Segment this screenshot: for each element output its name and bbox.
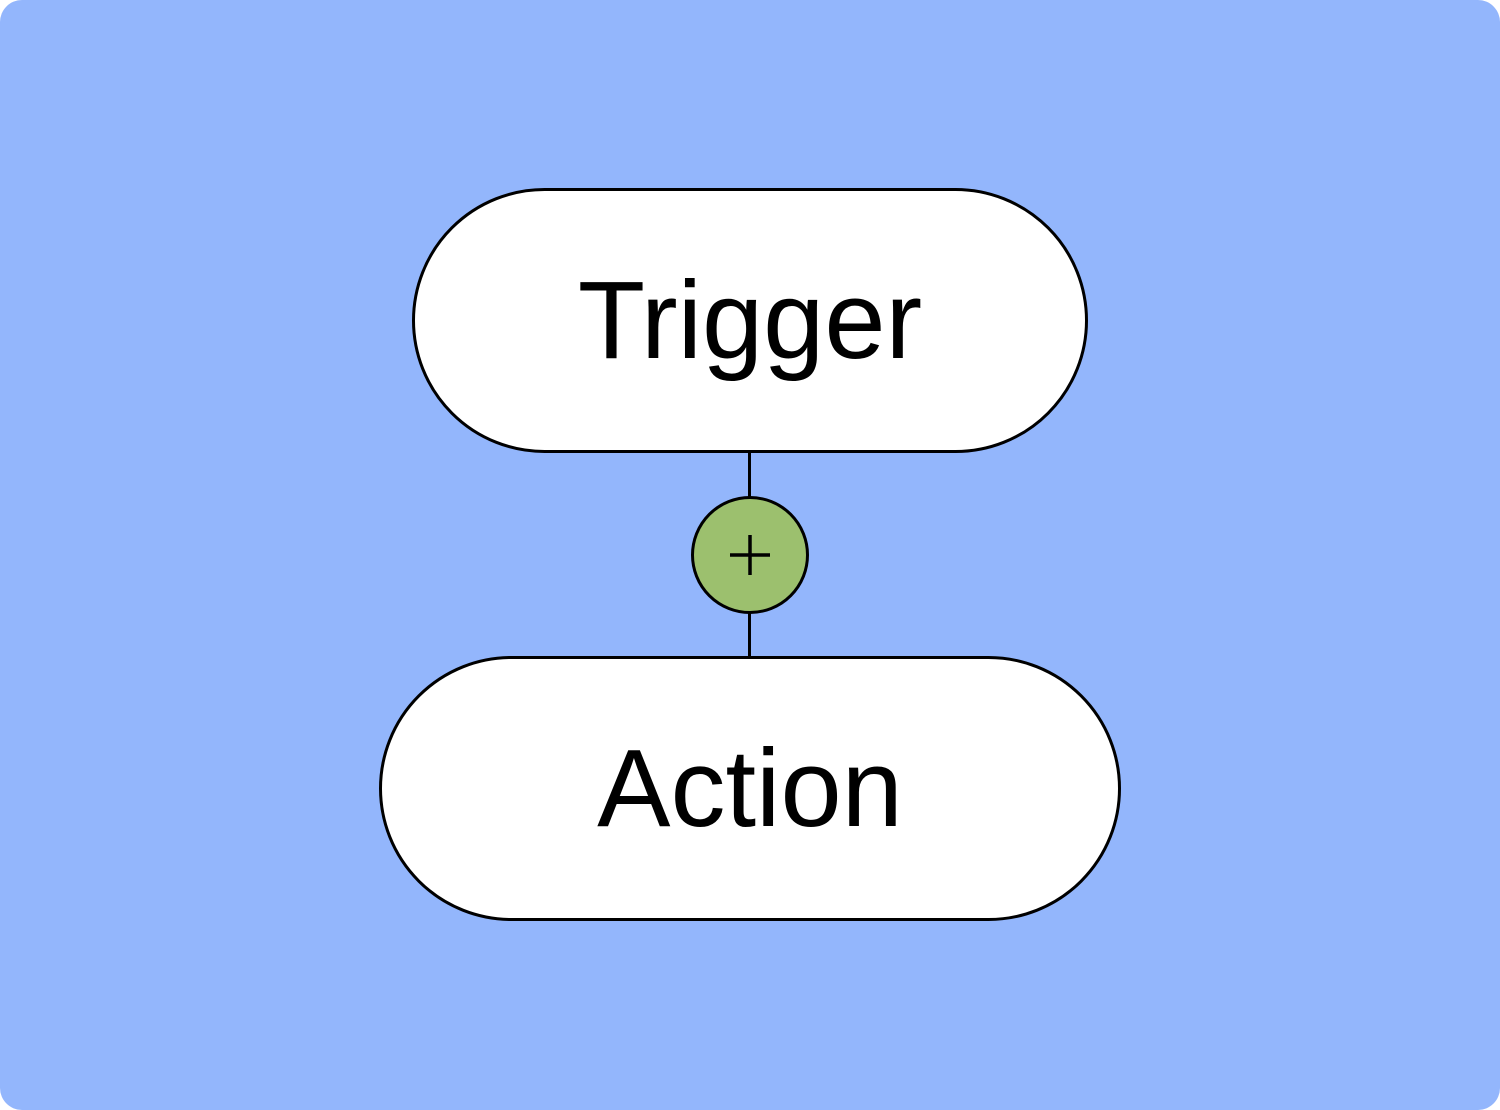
add-step-button[interactable] (691, 496, 809, 614)
action-node-label: Action (597, 727, 903, 850)
trigger-node[interactable]: Trigger (412, 188, 1088, 453)
plus-icon (726, 531, 774, 579)
trigger-node-label: Trigger (577, 259, 923, 382)
connector-line-top (748, 451, 751, 498)
action-node[interactable]: Action (379, 656, 1121, 921)
connector-line-bottom (748, 612, 751, 658)
